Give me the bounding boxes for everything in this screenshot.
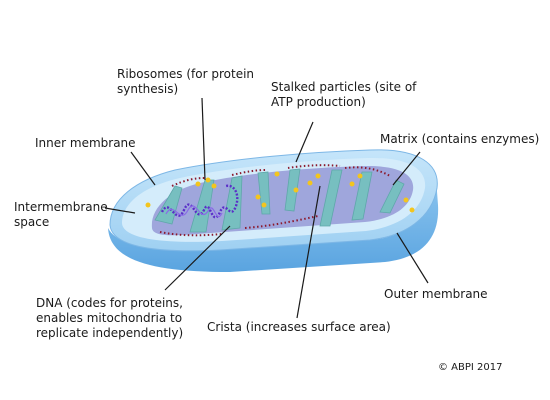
outer-membrane-leader: [396, 232, 429, 284]
dna-strand-inner: [165, 205, 223, 218]
inner-membrane-leader: [130, 151, 156, 186]
ribosomes: [145, 171, 415, 213]
stalked-particles-leader: [295, 121, 314, 163]
inner-membrane-label: Inner membrane: [35, 136, 136, 150]
stalked-particles-label: Stalked particles (site of ATP productio…: [271, 80, 417, 109]
matrix-leader: [392, 151, 421, 186]
outer-membrane-label: Outer membrane: [384, 287, 488, 301]
matrix-label: Matrix (contains enzymes): [380, 132, 540, 146]
crista-fold: [154, 185, 183, 225]
leader-lines: [104, 97, 429, 319]
dna-strand: [160, 184, 239, 219]
crista-fold: [257, 171, 271, 215]
crista-fold: [379, 179, 405, 214]
crista-label: Crista (increases surface area): [207, 320, 391, 334]
crista-fold: [284, 168, 301, 212]
ribosomes-label: Ribosomes (for protein synthesis): [117, 67, 255, 96]
crista-fold: [351, 171, 373, 221]
intermembrane-space-label: Intermembrane space: [14, 200, 108, 229]
matrix-region: [151, 166, 414, 236]
intermembrane-leader: [104, 207, 136, 214]
dna-label: DNA (codes for proteins, enables mitocho…: [36, 296, 184, 340]
crista-fold: [319, 169, 343, 227]
crista-fold: [221, 175, 243, 231]
crista-fold: [189, 179, 215, 233]
copyright-notice: © ABPI 2017: [438, 362, 503, 373]
crista-leader: [296, 185, 321, 319]
cristae: [154, 168, 405, 233]
dna-leader: [164, 225, 231, 291]
outer-membrane-side: [108, 178, 439, 272]
ribosomes-leader: [201, 97, 206, 181]
